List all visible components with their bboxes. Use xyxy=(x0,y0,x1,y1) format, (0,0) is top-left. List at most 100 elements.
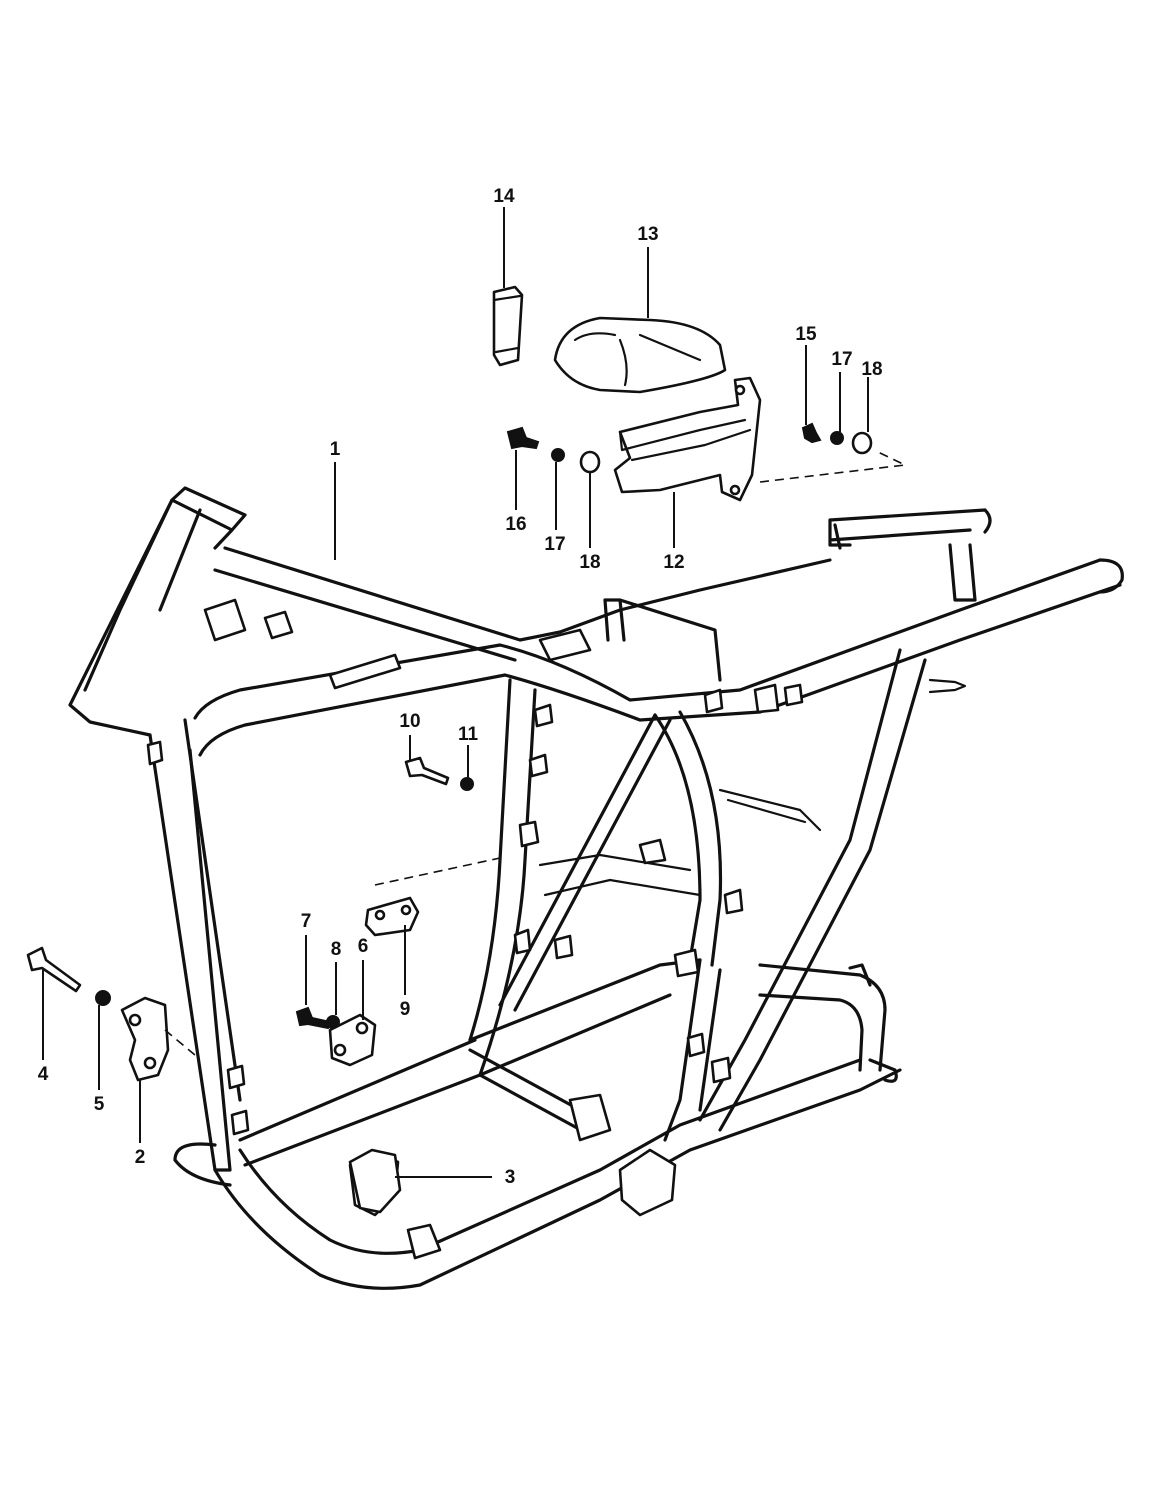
middle-cross-mount xyxy=(568,1093,612,1142)
top-tube-lower-inner xyxy=(198,583,1122,757)
center-tab-small-11 xyxy=(226,1064,246,1090)
washer xyxy=(326,1015,340,1029)
frame-tab-center xyxy=(538,628,592,662)
callout-17a: 17 xyxy=(544,534,565,555)
flat-washer xyxy=(851,431,873,455)
leader-lines xyxy=(42,207,908,1178)
tray-hole xyxy=(734,384,746,396)
top-tube-lower xyxy=(193,558,1102,720)
leader-9-dash xyxy=(374,857,501,886)
engine-mount-plate-upper xyxy=(364,896,420,937)
callout-17b: 17 xyxy=(831,349,852,370)
tray-bolt xyxy=(506,426,540,450)
callout-4: 4 xyxy=(38,1064,49,1085)
callout-10: 10 xyxy=(399,711,420,732)
lower-rear-mount xyxy=(618,1148,677,1217)
callout-11: 11 xyxy=(458,724,479,745)
center-downtube xyxy=(468,678,537,1077)
bracket-hole xyxy=(128,1013,142,1027)
lower-front-tab xyxy=(406,1223,442,1260)
plate-hole xyxy=(400,904,412,916)
rear-upper-rail xyxy=(828,508,992,547)
lock-washer xyxy=(830,431,844,445)
frame-tab-rear-3 xyxy=(783,683,804,707)
frame-tab-top xyxy=(328,653,402,690)
mount-nut xyxy=(460,777,474,791)
center-tab-small-9 xyxy=(686,1032,706,1058)
callout-16: 16 xyxy=(505,514,526,535)
battery-cover-detail xyxy=(573,332,702,387)
callout-1: 1 xyxy=(330,439,341,460)
rear-grab-rail xyxy=(833,523,977,602)
center-tab-small-8 xyxy=(673,948,700,978)
frame-tab-rear-2 xyxy=(753,683,780,714)
rubber-mount xyxy=(492,285,524,367)
engine-mount-bracket-lower xyxy=(348,1148,402,1214)
lower-cradle xyxy=(213,1068,902,1290)
middle-cross-member xyxy=(468,1048,592,1137)
callout-15: 15 xyxy=(795,324,817,345)
leader-rear-dash xyxy=(759,451,908,483)
frame-tab-front-2 xyxy=(263,610,294,640)
callout-labels: 1 2 3 4 5 6 7 8 9 10 11 12 13 14 15 16 1… xyxy=(38,186,883,1188)
lock-washer xyxy=(551,448,565,462)
battery-tray-bracket xyxy=(613,376,762,502)
front-downtube-outer xyxy=(148,733,232,1172)
callout-18a: 18 xyxy=(579,552,600,573)
rubber-mount-ring xyxy=(492,294,522,354)
frame-tab-rear-1 xyxy=(703,688,724,714)
callout-6: 6 xyxy=(358,936,369,957)
steering-head-tube xyxy=(83,498,202,692)
callout-14: 14 xyxy=(493,186,515,207)
rear-lower-subframe xyxy=(758,963,887,1072)
frame-tab-front xyxy=(203,598,247,642)
center-downtube-2 xyxy=(653,710,723,967)
rear-bracket xyxy=(848,963,898,1083)
rear-cross-bracket xyxy=(718,788,822,832)
bracket-hole xyxy=(143,1056,157,1070)
callout-8: 8 xyxy=(331,939,342,960)
callout-5: 5 xyxy=(94,1094,105,1115)
plate-hole xyxy=(374,909,386,921)
center-tab-small-6 xyxy=(553,934,574,960)
tray-bracket-edge xyxy=(618,418,752,462)
short-bolt xyxy=(295,1006,332,1030)
callout-18b: 18 xyxy=(861,359,882,380)
rear-axle-stub xyxy=(928,678,967,694)
center-tab-small-7 xyxy=(723,888,744,915)
center-tab-small-5 xyxy=(513,928,532,955)
diagonal-brace-2 xyxy=(538,853,702,897)
callout-9: 9 xyxy=(400,999,411,1020)
center-tab-small-2 xyxy=(518,820,540,848)
center-tab-small xyxy=(638,838,667,865)
top-tube-upper xyxy=(223,546,832,642)
flat-washer xyxy=(579,450,601,474)
parts xyxy=(26,285,873,1214)
center-tab-small-3 xyxy=(533,703,554,728)
diagonal-brace-1 xyxy=(498,713,672,1012)
lower-cradle-front xyxy=(173,1142,232,1187)
swing-arm-tube xyxy=(663,958,722,1142)
nut xyxy=(95,990,111,1006)
center-tab-small-10 xyxy=(710,1056,732,1084)
callout-12: 12 xyxy=(663,552,684,573)
tray-hole xyxy=(729,484,741,496)
callout-3: 3 xyxy=(505,1167,516,1188)
lower-cradle-inner xyxy=(238,1058,862,1255)
callout-13: 13 xyxy=(637,224,658,245)
center-tab-small-4 xyxy=(528,753,549,778)
battery-cover xyxy=(553,316,727,394)
rear-loop-end xyxy=(1098,558,1124,594)
bottom-cross-tube xyxy=(238,1038,482,1167)
callout-7: 7 xyxy=(301,911,312,932)
long-bolt xyxy=(26,946,82,993)
rear-strut xyxy=(698,648,927,1132)
leader-2-dash xyxy=(164,1029,196,1056)
engine-mount-bracket-front xyxy=(120,996,170,1082)
top-tube-upper-inner xyxy=(213,568,517,662)
screw xyxy=(801,422,822,444)
plate-hole xyxy=(333,1043,347,1057)
seat-cross-member xyxy=(603,598,722,682)
